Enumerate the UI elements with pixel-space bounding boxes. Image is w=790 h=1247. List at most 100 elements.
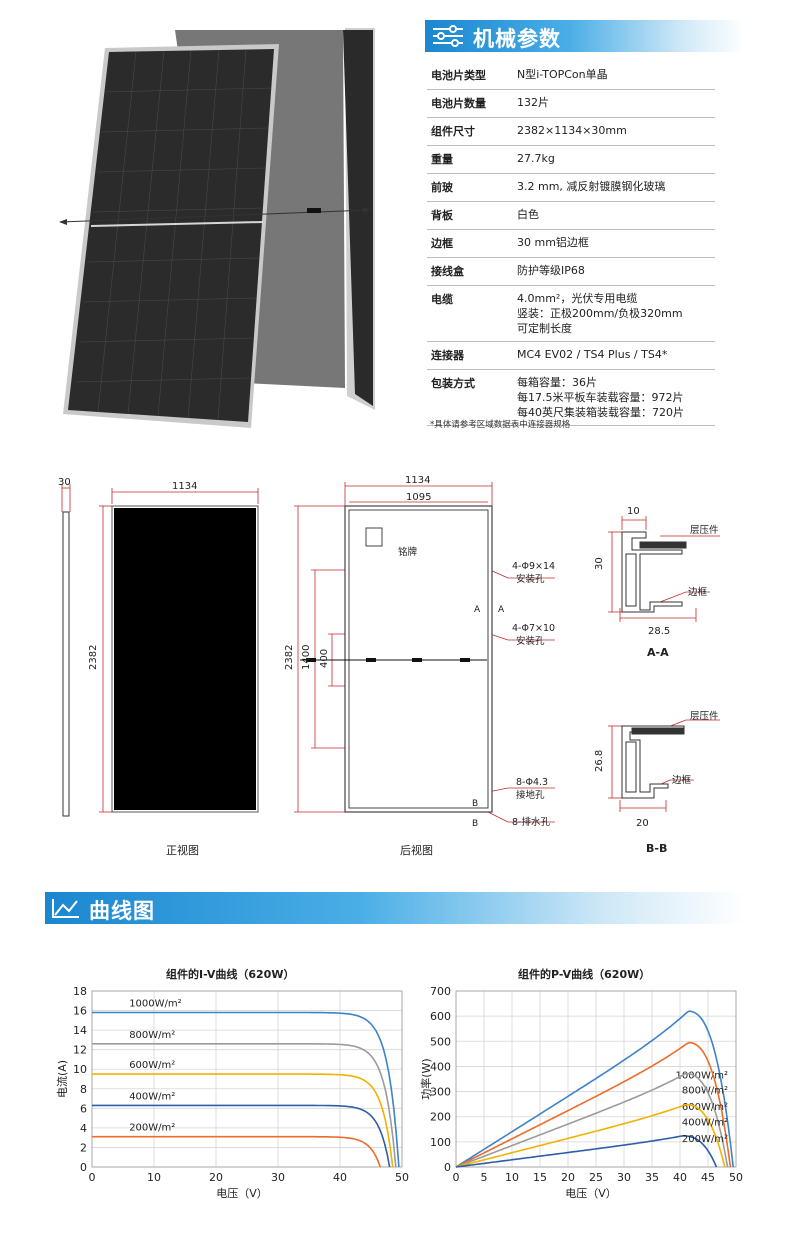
x-tick-label: 45 (701, 1171, 715, 1184)
spec-key: 背板 (427, 201, 517, 230)
dim-aa-width: 28.5 (648, 626, 670, 637)
pv-chart-title: 组件的P-V曲线（620W） (518, 968, 651, 981)
curve-section-header: 曲线图 (45, 892, 745, 924)
iv-chart-title: 组件的I-V曲线（620W） (166, 968, 295, 981)
caption-aa: A-A (647, 646, 669, 659)
dim-back-inner-width: 1095 (406, 492, 431, 503)
x-tick-label: 50 (729, 1171, 743, 1184)
label-hole1-spec: 4-Φ9×14 (512, 561, 555, 572)
spec-value-line: 2382×1134×30mm (517, 124, 627, 137)
y-axis-title: 功率(W) (419, 1058, 433, 1099)
label-bb-laminate: 层压件 (690, 710, 719, 722)
curve-section-title: 曲线图 (89, 899, 155, 923)
label-aa-laminate: 层压件 (690, 524, 719, 536)
series-label: 600W/m² (129, 1060, 175, 1071)
y-tick-label: 200 (430, 1111, 451, 1124)
series-line (455, 1134, 718, 1168)
sliders-icon (433, 25, 463, 47)
spec-row: 背板白色 (427, 201, 715, 230)
y-tick-label: 8 (80, 1083, 87, 1096)
spec-value: 白色 (517, 201, 715, 230)
y-tick-label: 500 (430, 1035, 451, 1048)
spec-key: 前玻 (427, 173, 517, 202)
dim-back-height: 2382 (284, 645, 295, 670)
series-line (92, 1011, 400, 1168)
spec-value-line: MC4 EV02 / TS4 Plus / TS4* (517, 348, 668, 361)
spec-value: 每箱容量：36片每17.5米平板车装载容量：972片每40英尺集装箱装载容量：7… (517, 369, 715, 426)
label-hole2-name: 安装孔 (516, 635, 545, 647)
spec-key: 电缆 (427, 285, 517, 342)
series-line (92, 1104, 391, 1168)
spec-value-line: 3.2 mm, 减反射镀膜钢化玻璃 (517, 180, 666, 193)
chart-icon (52, 899, 79, 918)
label-nameplate: 铭牌 (398, 546, 418, 558)
spec-value-line: 白色 (517, 208, 539, 221)
series-line (455, 1010, 734, 1168)
label-aa-frame: 边框 (688, 586, 708, 598)
y-tick-label: 700 (430, 985, 451, 998)
x-tick-label: 20 (561, 1171, 575, 1184)
spec-value: 132片 (517, 89, 715, 118)
series-line (455, 1041, 732, 1168)
spec-value-line: 每40英尺集装箱装载容量：720片 (517, 406, 684, 419)
spec-value-line: 每箱容量：36片 (517, 376, 597, 389)
x-tick-label: 25 (589, 1171, 603, 1184)
label-drain: 8-排水孔 (512, 816, 550, 828)
spec-key: 接线盒 (427, 257, 517, 286)
x-tick-label: 15 (533, 1171, 547, 1184)
dim-aa-top: 10 (627, 506, 640, 517)
dim-back-width: 1134 (405, 475, 430, 486)
x-tick-label: 10 (147, 1171, 161, 1184)
series-label: 200W/m² (682, 1134, 728, 1145)
x-tick-label: 40 (333, 1171, 347, 1184)
y-tick-label: 0 (444, 1161, 451, 1174)
x-tick-label: 10 (505, 1171, 519, 1184)
label-ground-spec: 8-Φ4.3 (516, 777, 548, 788)
label-bb-frame: 边框 (672, 774, 692, 786)
dim-aa-height: 30 (594, 557, 605, 570)
x-tick-label: 0 (89, 1171, 96, 1184)
series-line (92, 1043, 397, 1168)
spec-key: 边框 (427, 229, 517, 258)
spec-value-line: 竖装：正极200mm/负极320mm (517, 307, 683, 320)
label-ground-name: 接地孔 (516, 789, 545, 801)
spec-key: 电池片类型 (427, 62, 517, 90)
x-tick-label: 35 (645, 1171, 659, 1184)
spec-key: 连接器 (427, 341, 517, 370)
y-tick-label: 10 (73, 1063, 87, 1076)
y-tick-label: 2 (80, 1141, 87, 1154)
spec-value-line: 27.7kg (517, 152, 555, 165)
y-tick-label: 100 (430, 1136, 451, 1149)
y-tick-label: 16 (73, 1005, 87, 1018)
spec-value-line: N型i-TOPCon单晶 (517, 68, 608, 81)
dim-side-thickness: 30 (58, 477, 71, 488)
spec-row: 包装方式每箱容量：36片每17.5米平板车装载容量：972片每40英尺集装箱装载… (427, 369, 715, 426)
spec-value: 30 mm铝边框 (517, 229, 715, 258)
spec-key: 包装方式 (427, 369, 517, 426)
spec-value: 27.7kg (517, 145, 715, 174)
dim-mount-span: 1400 (301, 645, 312, 670)
spec-row: 接线盒防护等级IP68 (427, 257, 715, 286)
y-tick-label: 400 (430, 1060, 451, 1073)
series-label: 800W/m² (129, 1030, 175, 1041)
x-tick-label: 30 (617, 1171, 631, 1184)
series-label: 1000W/m² (129, 999, 181, 1010)
series-label: 1000W/m² (676, 1070, 728, 1081)
y-tick-label: 12 (73, 1044, 87, 1057)
spec-value: 2382×1134×30mm (517, 117, 715, 146)
series-label: 200W/m² (129, 1123, 175, 1134)
x-tick-label: 5 (481, 1171, 488, 1184)
series-label: 400W/m² (129, 1091, 175, 1102)
caption-front-view: 正视图 (166, 843, 199, 857)
y-tick-label: 14 (73, 1024, 87, 1037)
x-axis-title: 电压（V） (216, 1187, 268, 1200)
footnote: *具体请参考区域数据表中连接器规格 (430, 420, 571, 430)
dim-front-height: 2382 (88, 645, 99, 670)
spec-value: N型i-TOPCon单晶 (517, 62, 715, 90)
